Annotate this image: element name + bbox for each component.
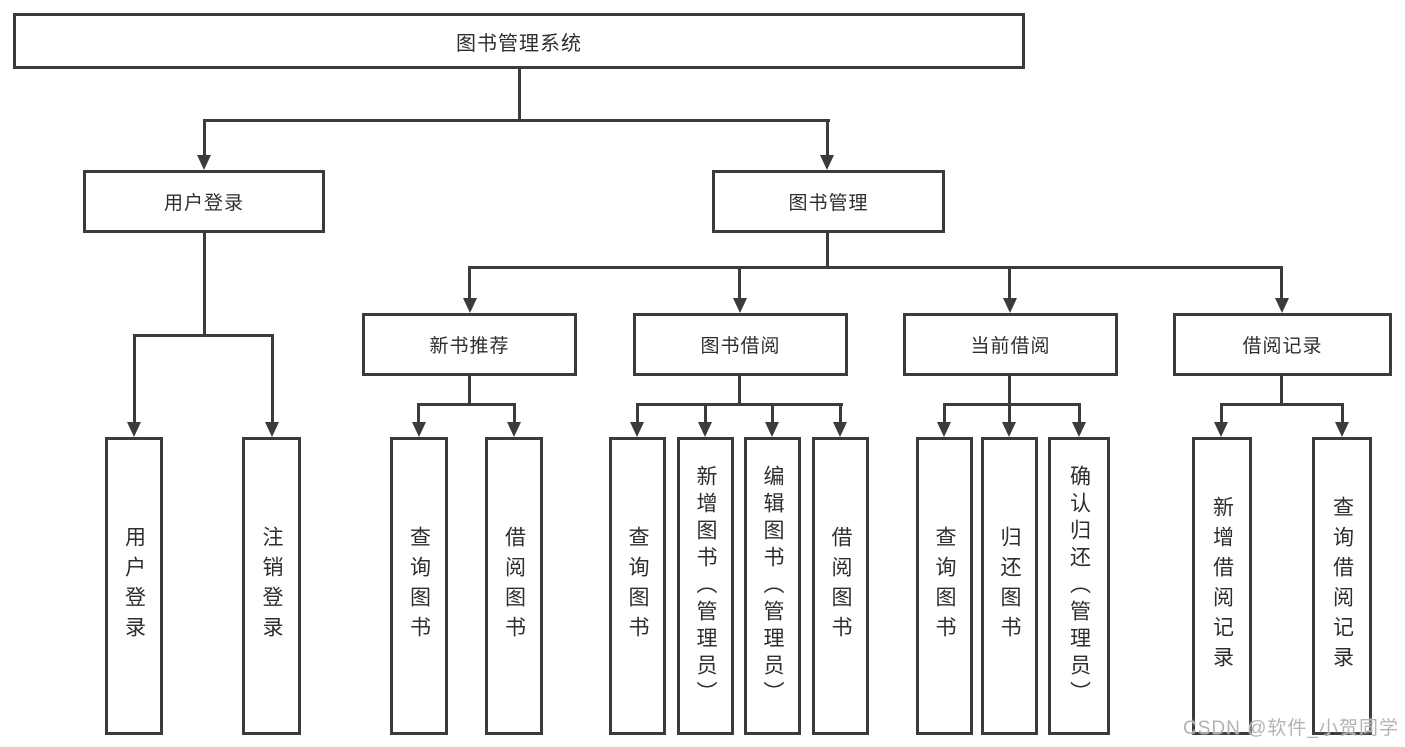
connector-root-split <box>203 119 830 122</box>
leaf-user-login: 用户登录 <box>105 437 163 735</box>
connector-book-borrow-down <box>738 376 741 406</box>
arrowhead-leaf-return-book <box>1002 422 1016 437</box>
connector-to-leaf-query-record <box>1341 403 1344 425</box>
connector-current-borrow-down <box>1008 376 1011 406</box>
connector-new-book-rec-split <box>417 403 516 406</box>
arrowhead-leaf-query-cur <box>937 422 951 437</box>
arrowhead-book-borrow <box>733 298 747 313</box>
connector-book-mgmt-split <box>468 266 1283 269</box>
connector-to-leaf-query-rec <box>417 403 420 425</box>
arrowhead-leaf-query-borrow <box>630 422 644 437</box>
connector-to-book-mgmt <box>826 119 829 157</box>
connector-to-book-borrow <box>738 266 741 300</box>
connector-to-new-book-rec <box>468 266 471 300</box>
connector-user-login-split <box>133 334 274 337</box>
arrowhead-leaf-query-rec <box>412 422 426 437</box>
arrowhead-leaf-add-book <box>698 422 712 437</box>
connector-to-leaf-user-login <box>133 334 136 423</box>
arrowhead-leaf-edit-book <box>765 422 779 437</box>
leaf-query-borrow-record: 查询借阅记录 <box>1312 437 1372 735</box>
arrowhead-leaf-logout <box>265 422 279 437</box>
arrowhead-leaf-query-record <box>1335 422 1349 437</box>
arrowhead-leaf-confirm-return <box>1072 422 1086 437</box>
arrowhead-user-login <box>197 155 211 170</box>
connector-to-leaf-logout <box>271 334 274 423</box>
connector-to-borrow-record <box>1280 266 1283 300</box>
node-book-management: 图书管理 <box>712 170 945 233</box>
connector-to-leaf-borrow-book <box>839 403 842 425</box>
connector-to-leaf-edit-book <box>771 403 774 425</box>
connector-borrow-record-down <box>1280 376 1283 406</box>
node-user-login: 用户登录 <box>83 170 325 233</box>
connector-user-login-down <box>203 233 206 337</box>
leaf-query-book-current: 查询图书 <box>916 437 973 735</box>
connector-to-leaf-add-record <box>1220 403 1223 425</box>
node-new-book-recommend: 新书推荐 <box>362 313 577 376</box>
connector-new-book-rec-down <box>468 376 471 406</box>
connector-book-mgmt-down <box>826 233 829 269</box>
leaf-add-borrow-record: 新增借阅记录 <box>1192 437 1252 735</box>
arrowhead-leaf-add-record <box>1214 422 1228 437</box>
leaf-query-book-borrow: 查询图书 <box>609 437 666 735</box>
arrowhead-leaf-user-login <box>127 422 141 437</box>
connector-to-leaf-borrow-rec <box>513 403 516 425</box>
connector-current-borrow-split <box>943 403 1081 406</box>
leaf-borrow-book: 借阅图书 <box>812 437 869 735</box>
leaf-query-book-recommend: 查询图书 <box>390 437 448 735</box>
connector-to-leaf-return-book <box>1008 403 1011 425</box>
node-borrow-record: 借阅记录 <box>1173 313 1392 376</box>
connector-root-down <box>518 69 521 121</box>
connector-to-user-login <box>203 119 206 157</box>
connector-borrow-record-split <box>1220 403 1344 406</box>
connector-to-leaf-add-book <box>704 403 707 425</box>
leaf-logout: 注销登录 <box>242 437 301 735</box>
arrowhead-borrow-record <box>1275 298 1289 313</box>
leaf-borrow-book-recommend: 借阅图书 <box>485 437 543 735</box>
arrowhead-current-borrow <box>1003 298 1017 313</box>
leaf-add-book-admin: 新增图书（管理员） <box>677 437 734 735</box>
connector-book-borrow-split <box>636 403 843 406</box>
leaf-return-book: 归还图书 <box>981 437 1038 735</box>
node-root: 图书管理系统 <box>13 13 1025 69</box>
csdn-watermark: CSDN @软件_小贺同学 <box>1183 718 1399 739</box>
connector-to-leaf-confirm-return <box>1078 403 1081 425</box>
connector-to-current-borrow <box>1008 266 1011 300</box>
leaf-edit-book-admin: 编辑图书（管理员） <box>744 437 801 735</box>
arrowhead-leaf-borrow-book <box>833 422 847 437</box>
arrowhead-leaf-borrow-rec <box>507 422 521 437</box>
arrowhead-book-mgmt <box>820 155 834 170</box>
leaf-confirm-return-admin: 确认归还（管理员） <box>1048 437 1110 735</box>
node-book-borrow: 图书借阅 <box>633 313 848 376</box>
connector-to-leaf-query-cur <box>943 403 946 425</box>
arrowhead-new-book-rec <box>463 298 477 313</box>
node-current-borrow: 当前借阅 <box>903 313 1118 376</box>
connector-to-leaf-query-borrow <box>636 403 639 425</box>
